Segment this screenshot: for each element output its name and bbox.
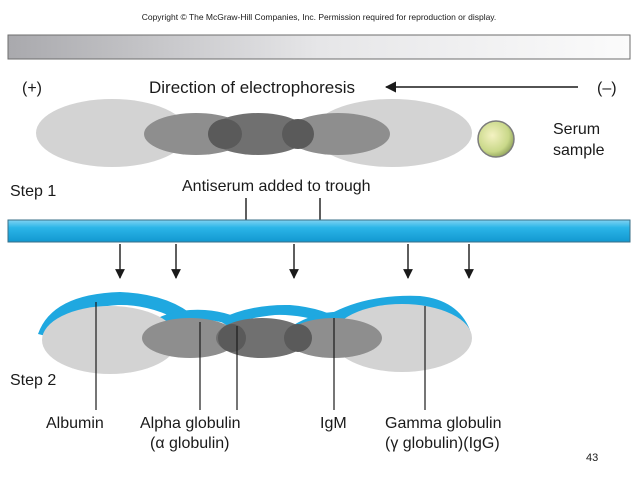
positive-pole-label: (+) (22, 80, 42, 97)
label-leader-lines (95, 302, 426, 410)
slide-number: 43 (586, 452, 598, 464)
serum-sample-well (477, 120, 515, 158)
band-overlap-right (282, 119, 314, 149)
serum-label-line1: Serum (553, 121, 600, 138)
band-overlap-left (208, 119, 242, 149)
diffusion-arrows (115, 244, 474, 279)
antiserum-label: Antiserum added to trough (182, 178, 371, 195)
gamma-label-line1: Gamma globulin (385, 415, 502, 432)
copyright-notice: Copyright © The McGraw-Hill Companies, I… (142, 12, 497, 22)
alpha-globulin-band (142, 318, 238, 358)
gamma-globulin-band (332, 304, 472, 372)
igm-band (286, 113, 390, 155)
band-overlap-right (284, 324, 312, 352)
step1-protein-bands (36, 99, 472, 167)
alpha-label-line1: Alpha globulin (140, 415, 241, 432)
albumin-precipitin-arc (38, 292, 196, 336)
alpha-label-line2: (α globulin) (150, 435, 230, 452)
step1-label: Step 1 (10, 183, 56, 200)
gel-slide-bar (7, 34, 631, 60)
beta-precipitin-arc (218, 304, 344, 326)
albumin-band (42, 306, 178, 374)
step2-label: Step 2 (10, 372, 56, 389)
igm-label: IgM (320, 415, 347, 432)
albumin-band (36, 99, 188, 167)
serum-label-line2: sample (553, 142, 605, 159)
alpha-precipitin-arc (145, 309, 248, 330)
gamma-precipitin-arc (334, 295, 470, 334)
step2-precipitin-pattern (38, 292, 472, 374)
negative-pole-label: (–) (597, 80, 617, 97)
band-overlap-left (218, 324, 246, 352)
direction-label: Direction of electrophoresis (149, 78, 355, 97)
antiserum-trough (7, 219, 631, 243)
gamma-label-line2: (γ globulin)(IgG) (385, 435, 500, 452)
albumin-label: Albumin (46, 415, 104, 432)
